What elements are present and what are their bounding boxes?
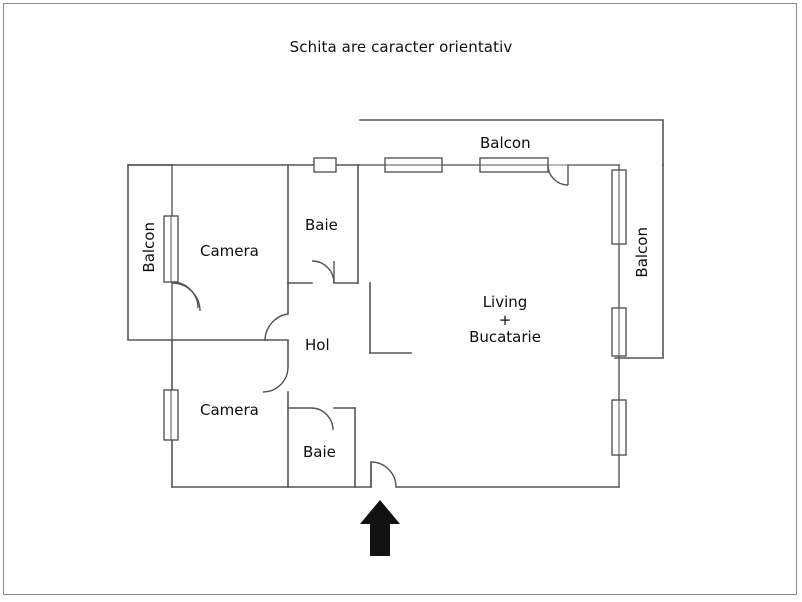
label-balcon-right: Balcon (633, 227, 651, 278)
door-arc-hol-camera-upper (264, 313, 289, 342)
wall-lines (127, 119, 664, 488)
wall-balcon-right-outline (614, 164, 664, 359)
window-top-small (313, 157, 337, 173)
door-arc-baie-upper (311, 260, 335, 284)
door-arc-entrance (370, 461, 397, 488)
main-entrance-arrow (360, 500, 400, 556)
label-living-line-1: Living (482, 293, 528, 311)
page-border-frame (3, 3, 797, 595)
door-arc-baie-lower (310, 407, 334, 431)
window-mullions (170, 164, 620, 455)
page-title: Schita are caracter orientativ (289, 38, 513, 56)
wall-balcon-top-outline (359, 119, 664, 166)
label-balcon-top: Balcon (480, 134, 531, 152)
door-arc-balcon-left-2 (171, 282, 201, 312)
label-camera-upper: Camera (200, 242, 259, 260)
label-baie-upper: Baie (305, 216, 338, 234)
label-hol: Hol (305, 336, 330, 354)
label-balcon-left: Balcon (140, 222, 158, 273)
label-living: Living + Bucatarie (455, 293, 555, 347)
label-living-line-2: + (498, 310, 512, 329)
label-living-line-3: Bucatarie (469, 328, 541, 347)
label-baie-lower: Baie (303, 443, 336, 461)
doors (171, 164, 569, 488)
door-arc-hol-camera-lower (262, 366, 289, 393)
label-camera-lower: Camera (200, 401, 259, 419)
door-arc-balcon-top (547, 164, 569, 186)
